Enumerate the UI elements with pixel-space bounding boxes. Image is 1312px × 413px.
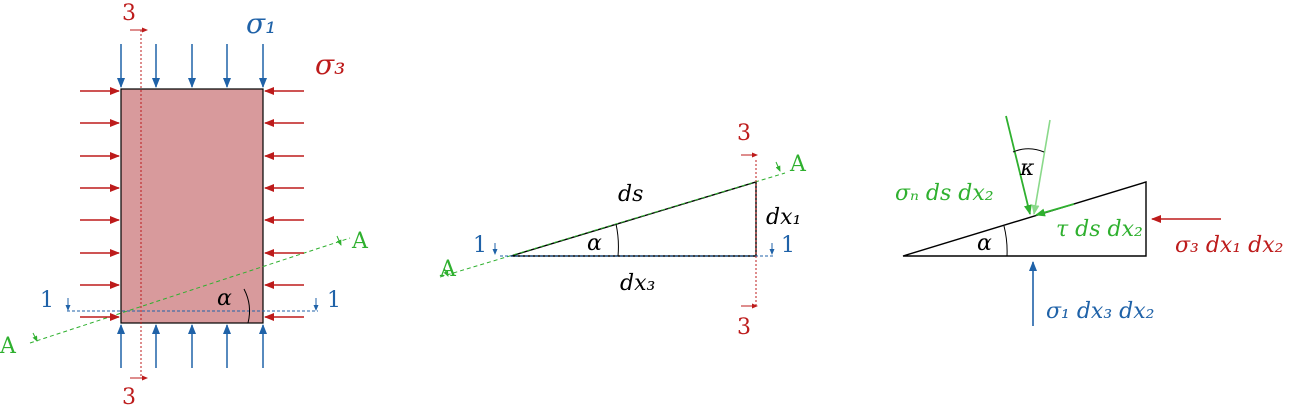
free-body-triangle bbox=[902, 181, 1147, 257]
geo-1-left-label: 1 bbox=[473, 233, 487, 258]
force-angle-arc bbox=[1003, 225, 1008, 257]
sigma3-label: σ₃ bbox=[315, 48, 345, 81]
dx1-label: dx₁ bbox=[766, 205, 801, 230]
shear-force-label: τ ds dx₂ bbox=[1056, 217, 1143, 242]
geo-1-right-label: 1 bbox=[781, 233, 795, 258]
plane-a-left-label: A bbox=[0, 334, 17, 359]
sigma1-force-label: σ₁ dx₃ dx₂ bbox=[1046, 299, 1154, 324]
dx3-label: dx₃ bbox=[620, 271, 655, 296]
angle-alpha-label: α bbox=[217, 286, 232, 311]
geo-angle-arc bbox=[615, 223, 619, 257]
plane-a-right-label: A bbox=[351, 229, 369, 254]
sigma3-left-arrows bbox=[80, 87, 120, 321]
force-balance-panel: α κ σₙ ds dx₂ τ ds dx₂ σ₃ dx₁ dx₂ σ₁ dx₃… bbox=[895, 115, 1283, 326]
sigma3-force-label: σ₃ dx₁ dx₂ bbox=[1175, 233, 1283, 258]
section-3-bottom-label: 3 bbox=[122, 385, 136, 408]
geo-a-left-arrow bbox=[443, 267, 449, 277]
kappa-label: κ bbox=[1019, 156, 1035, 181]
geo-a-left-label: A bbox=[439, 257, 457, 282]
geo-3-bottom-label: 3 bbox=[737, 315, 751, 340]
geo-alpha-label: α bbox=[587, 231, 602, 256]
section-3-top-label: 3 bbox=[122, 1, 136, 26]
normal-force-label: σₙ ds dx₂ bbox=[895, 181, 994, 206]
ds-label: ds bbox=[618, 182, 643, 207]
shear-force-arrow bbox=[1035, 203, 1075, 217]
normal-force-arrow bbox=[1005, 115, 1032, 215]
resultant-force-arrow bbox=[1031, 119, 1051, 215]
sigma1-label: σ₁ bbox=[246, 7, 276, 40]
plane-a-right-arrow bbox=[336, 235, 342, 246]
sigma1-bottom-arrows bbox=[117, 324, 267, 368]
plane-a-left-arrow bbox=[32, 332, 38, 342]
geo-a-right-label: A bbox=[789, 152, 807, 177]
cutting-plane-a bbox=[29, 237, 351, 344]
section-1-right-label: 1 bbox=[327, 288, 341, 313]
sigma1-top-arrows bbox=[117, 44, 267, 88]
sigma3-right-arrows bbox=[264, 87, 304, 321]
geo-a-right-arrow bbox=[775, 161, 781, 172]
angle-arc-alpha bbox=[243, 288, 250, 324]
geo-3-top-label: 3 bbox=[737, 121, 751, 146]
element-panel: 3 3 1 1 A A α σ₁ σ₃ bbox=[0, 1, 369, 410]
force-alpha-label: α bbox=[977, 231, 992, 256]
geometry-triangle bbox=[510, 181, 757, 257]
geometry-panel: 3 3 1 1 A A α ds dx₁ dx₃ bbox=[439, 121, 807, 340]
section-1-left-label: 1 bbox=[40, 288, 54, 313]
stressed-element bbox=[120, 88, 264, 324]
kappa-angle-arc bbox=[1012, 148, 1045, 153]
